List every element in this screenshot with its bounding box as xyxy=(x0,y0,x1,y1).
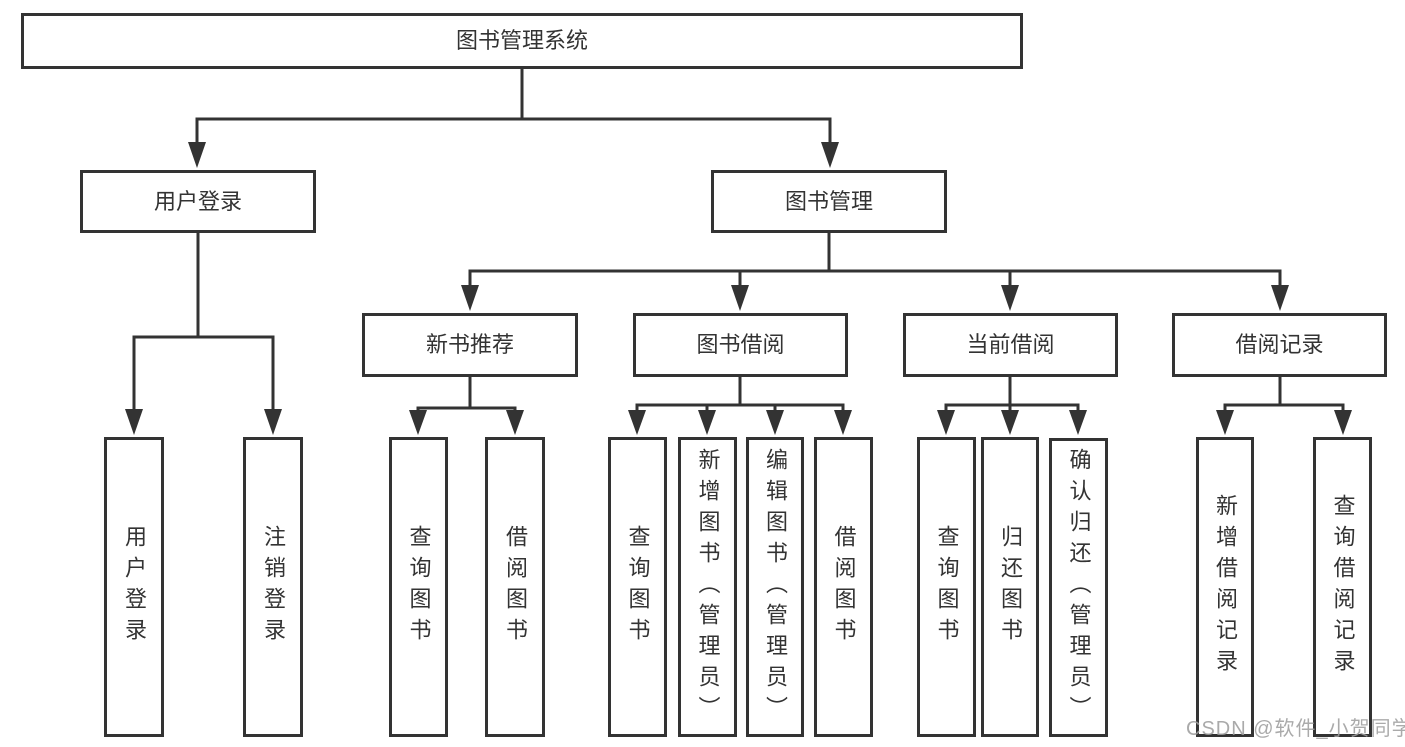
leaf-current-query-books: 查询图书 xyxy=(917,437,976,737)
connector-borrow-records xyxy=(1216,375,1352,435)
node-new-book-rec: 新书推荐 xyxy=(362,313,578,377)
node-current-borrow: 当前借阅 xyxy=(903,313,1118,377)
node-book-borrow: 图书借阅 xyxy=(633,313,848,377)
leaf-borrow-edit-books-admin: 编辑图书（管理员） xyxy=(746,437,804,737)
leaf-borrow-query-books: 查询图书 xyxy=(608,437,667,737)
leaf-newrec-query-books: 查询图书 xyxy=(389,437,448,737)
leaf-newrec-borrow-books: 借阅图书 xyxy=(485,437,545,737)
node-user-login: 用户登录 xyxy=(80,170,316,233)
connector-user-login xyxy=(125,231,282,435)
leaf-current-return-books: 归还图书 xyxy=(981,437,1039,737)
leaf-current-confirm-return-admin: 确认归还（管理员） xyxy=(1049,438,1108,737)
leaf-records-add-borrow-record: 新增借阅记录 xyxy=(1196,437,1254,737)
leaf-borrow-borrow-books: 借阅图书 xyxy=(814,437,873,737)
connector-book-borrow xyxy=(628,375,852,435)
connector-book-management xyxy=(461,231,1289,311)
leaf-borrow-add-books-admin: 新增图书（管理员） xyxy=(678,437,737,737)
node-borrow-records: 借阅记录 xyxy=(1172,313,1387,377)
connector-new-book-rec xyxy=(409,375,524,435)
node-book-management: 图书管理 xyxy=(711,170,947,233)
connector-root xyxy=(188,65,839,168)
leaf-user-login: 用户登录 xyxy=(104,437,164,737)
node-root-system: 图书管理系统 xyxy=(21,13,1023,69)
leaf-logout: 注销登录 xyxy=(243,437,303,737)
connector-current-borrow xyxy=(937,375,1087,435)
leaf-records-query-borrow-record: 查询借阅记录 xyxy=(1313,437,1372,737)
csdn-watermark: CSDN @软件_小贺同学 xyxy=(1186,718,1405,740)
